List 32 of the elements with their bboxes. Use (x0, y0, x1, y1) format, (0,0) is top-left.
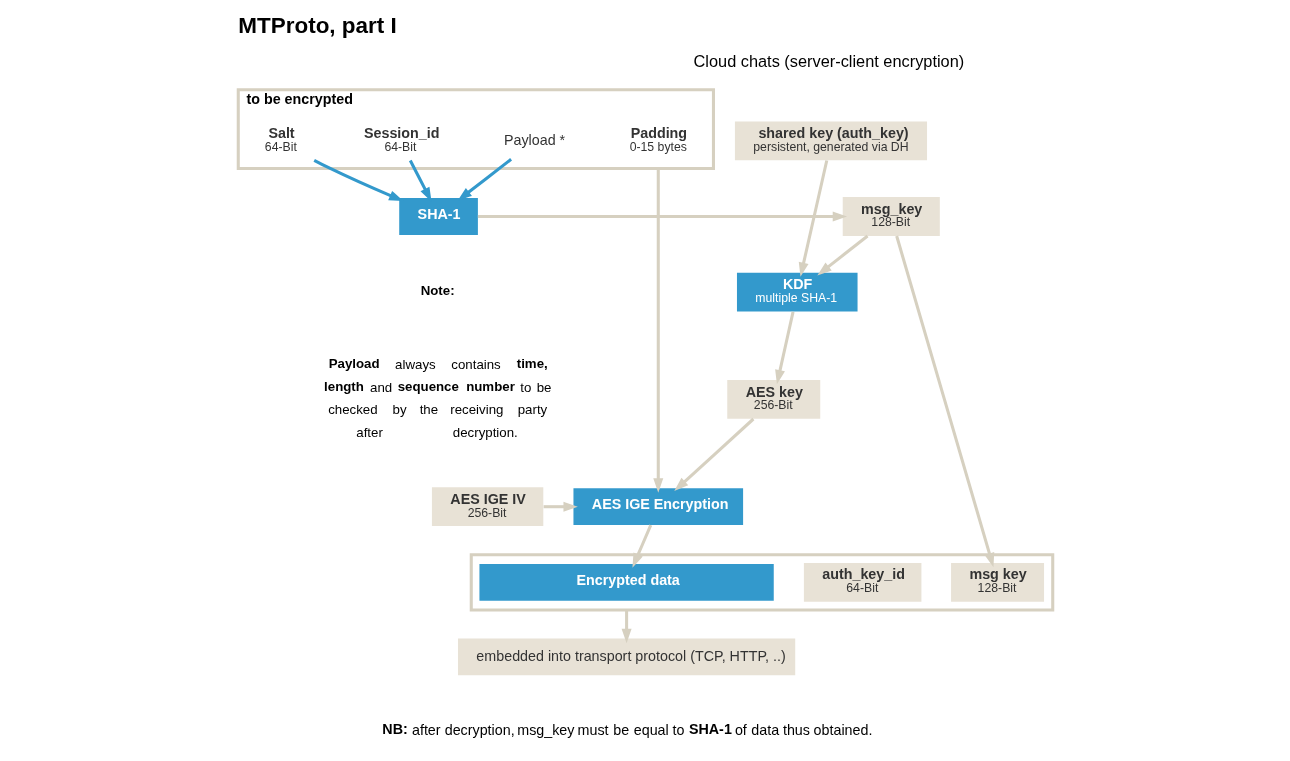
node-box: AES IGE Encryption (572, 488, 743, 526)
label: Cloud chats (server-client encryption) (693, 52, 964, 71)
node-box: embedded into transport protocol (TCP, HTTP, ..) (457, 638, 795, 676)
node-box: KDF multiple SHA-1 (736, 272, 858, 312)
node-box: msg key 128-Bit (950, 562, 1044, 602)
node-text: Payload * (503, 131, 565, 148)
arrow (477, 211, 847, 222)
node-box: AES IGE IV 256-Bit (431, 487, 543, 527)
label: Note: (420, 282, 455, 298)
arrow (652, 168, 663, 493)
arrow (774, 311, 795, 385)
node-text: Padding 0-15 bytes (629, 125, 687, 154)
diagram-title: MTProto, part I (237, 13, 397, 39)
arrow (621, 609, 632, 644)
arrow (816, 234, 868, 276)
arrow (631, 524, 652, 568)
arrow (894, 235, 994, 568)
node-box: SHA-1 (398, 198, 478, 235)
node-text: Session_id 64-Bit (363, 125, 439, 154)
node-box: AES key 256-Bit (726, 380, 820, 419)
arrow (457, 158, 512, 201)
arrow (543, 501, 578, 512)
node-box: shared key (auth_key) persistent, generated via DH (734, 121, 927, 161)
caption: NB: after decryption, msg_key must be equal to SHA-1 of data thus obtained. (381, 720, 872, 738)
node-box: msg_key 128-Bit (842, 197, 940, 236)
node-box: auth_key_id 64-Bit (803, 562, 921, 602)
label: Payload always contains time, length and sequence number to be checked by the receiving party after decryption. (323, 356, 551, 440)
node-box: Encrypted data (478, 563, 774, 601)
node-text: Salt 64-Bit (264, 125, 297, 154)
arrow (673, 417, 754, 492)
arrow (313, 158, 403, 202)
arrow (798, 160, 828, 277)
